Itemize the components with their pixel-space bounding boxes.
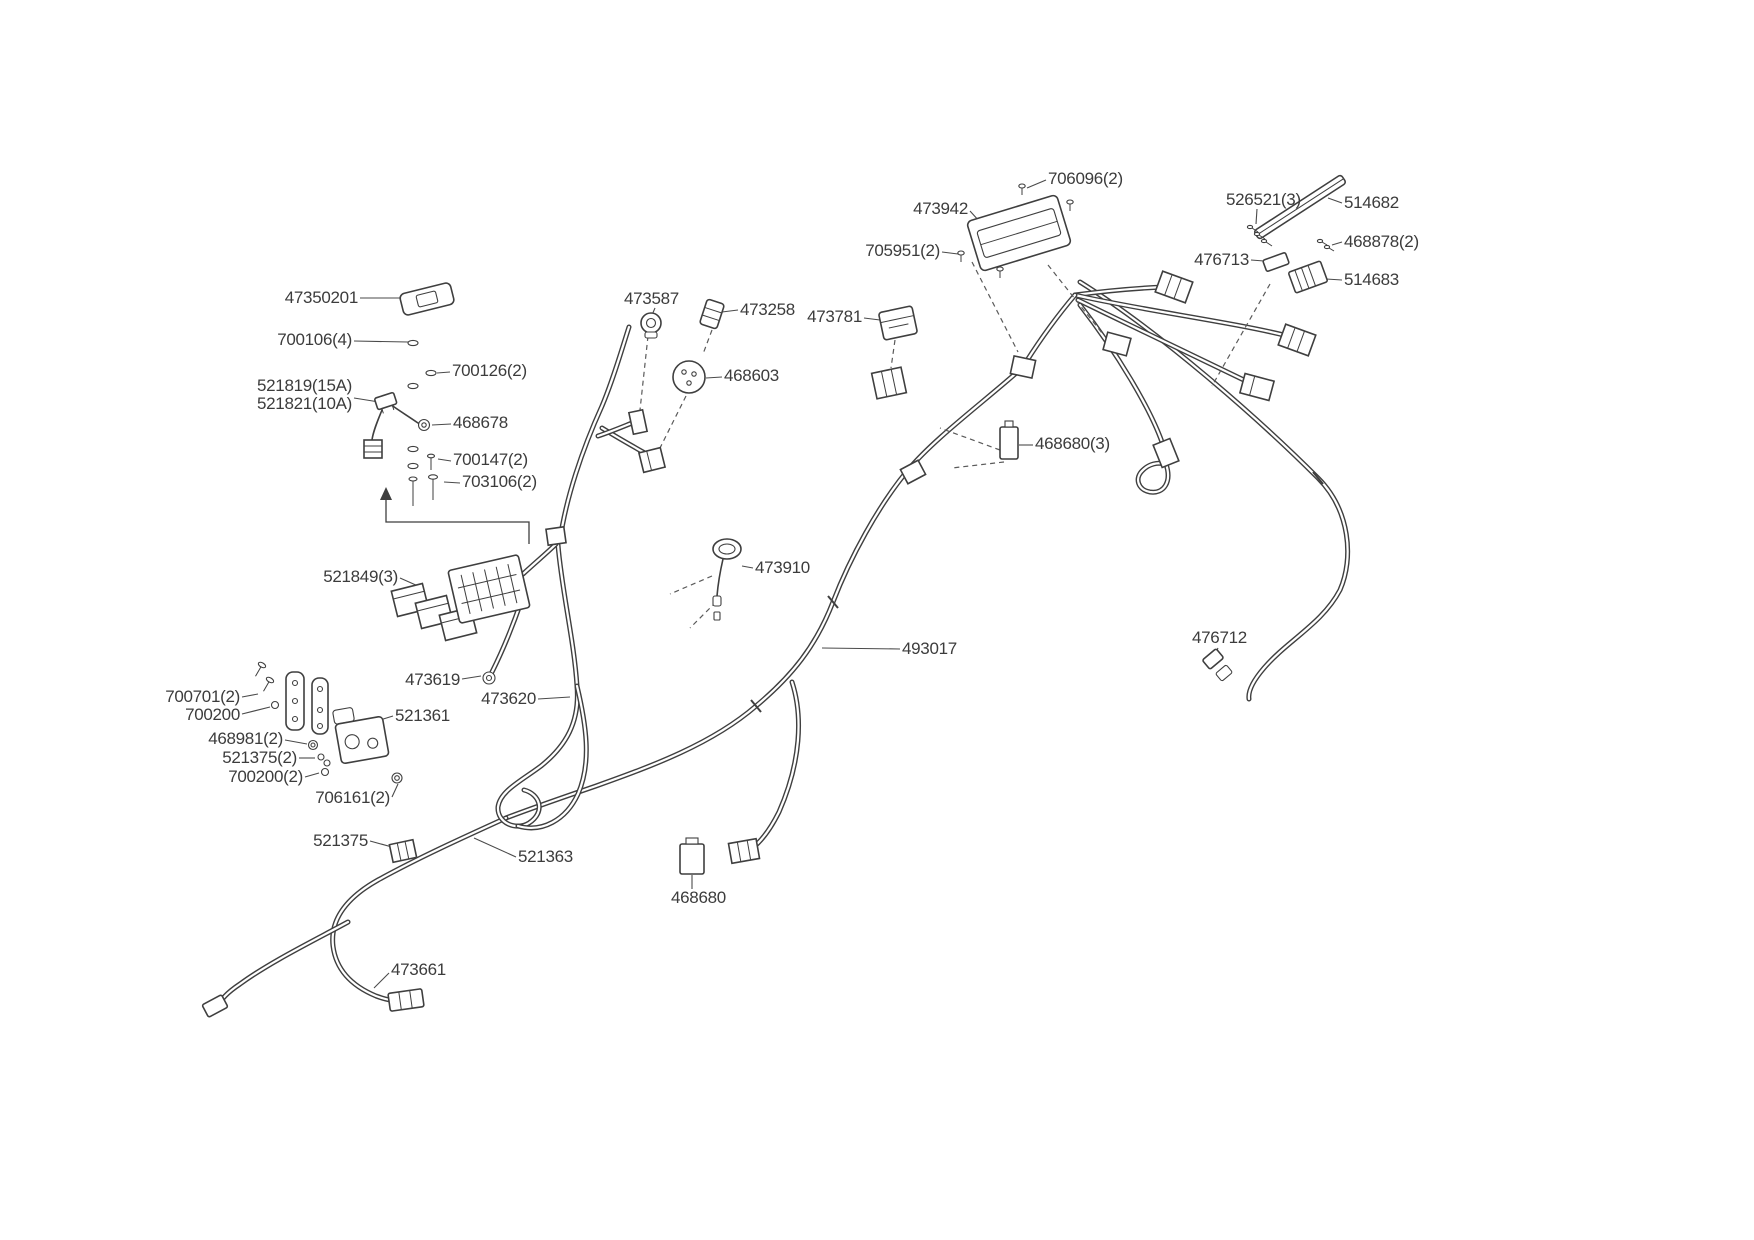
part-476713 xyxy=(1262,252,1290,272)
label-700200: 700200 xyxy=(185,705,240,724)
nut-468981 xyxy=(307,739,319,751)
part-solenoid-521361 xyxy=(332,707,390,765)
screws-706096 xyxy=(1018,183,1074,211)
nut-706161 xyxy=(391,772,403,784)
label-700200-2: 700200(2) xyxy=(228,767,303,786)
label-705951: 705951(2) xyxy=(865,241,940,260)
screws-526521 xyxy=(1246,224,1273,247)
label-521819: 521819(15A) xyxy=(257,376,352,395)
part-rocker-switch-47350201 xyxy=(399,282,455,316)
fuse-pigtail-wire xyxy=(371,409,383,441)
screws-468878 xyxy=(1316,238,1335,252)
part-switch-473587 xyxy=(640,312,662,339)
label-521375-2: 521375(2) xyxy=(222,748,297,767)
label-468878: 468878(2) xyxy=(1344,232,1419,251)
washer-700200 xyxy=(270,700,280,710)
label-703106: 703106(2) xyxy=(462,472,537,491)
part-bracket-plates xyxy=(285,671,329,735)
part-connector-473661-left xyxy=(201,994,229,1018)
label-47350201: 47350201 xyxy=(284,288,359,307)
screw-700147 xyxy=(426,453,436,470)
label-514683: 514683 xyxy=(1344,270,1399,289)
screws-705951 xyxy=(957,250,1004,278)
label-473661: 473661 xyxy=(391,960,446,979)
screws-700701 xyxy=(255,661,275,692)
label-700106: 700106(4) xyxy=(277,330,352,349)
cable-tie-ticks xyxy=(750,471,1324,713)
harness-connectors-center xyxy=(545,408,667,547)
label-473910: 473910 xyxy=(755,558,810,577)
label-468981: 468981(2) xyxy=(208,729,283,748)
label-473258: 473258 xyxy=(740,300,795,319)
label-473587: 473587 xyxy=(624,289,679,308)
label-473942: 473942 xyxy=(913,199,968,218)
label-473620: 473620 xyxy=(481,689,536,708)
ring-terminal-468678 xyxy=(389,403,431,432)
label-473781: 473781 xyxy=(807,307,862,326)
part-switch-473781 xyxy=(870,305,918,400)
label-468678: 468678 xyxy=(453,413,508,432)
label-476712: 476712 xyxy=(1192,628,1247,647)
label-493017: 493017 xyxy=(902,639,957,658)
label-521361: 521361 xyxy=(395,706,450,725)
label-700701: 700701(2) xyxy=(165,687,240,706)
part-ecu-473942 xyxy=(966,194,1072,272)
label-700126: 700126(2) xyxy=(452,361,527,380)
part-connector-473258 xyxy=(699,298,725,330)
label-468680: 468680 xyxy=(671,888,726,907)
washers-521375 xyxy=(317,753,331,767)
label-521363: 521363 xyxy=(518,847,573,866)
part-switch-468680 xyxy=(679,837,761,875)
components xyxy=(201,174,1346,1018)
part-blade-fuse-521819 xyxy=(374,391,398,414)
label-700147: 700147(2) xyxy=(453,450,528,469)
part-ignition-switch-468603 xyxy=(672,360,706,394)
harness-connectors-right xyxy=(899,270,1317,485)
label-514682: 514682 xyxy=(1344,193,1399,212)
label-468603: 468603 xyxy=(724,366,779,385)
part-connector-514683 xyxy=(1288,260,1328,294)
label-521849: 521849(3) xyxy=(323,567,398,586)
label-468680-3: 468680(3) xyxy=(1035,434,1110,453)
part-connector-473661-right xyxy=(387,988,425,1012)
part-connector-476712 xyxy=(1202,648,1233,682)
part-switch-468680-3 xyxy=(999,420,1019,460)
screw-long xyxy=(408,476,418,506)
screw-703106 xyxy=(427,474,439,500)
part-connector-521375 xyxy=(388,838,418,864)
harness-tubes xyxy=(218,282,1348,1007)
assembly-arrow xyxy=(380,487,530,544)
label-521821: 521821(10A) xyxy=(257,394,352,413)
washer-stack xyxy=(407,339,437,470)
part-fuse-block xyxy=(447,554,531,624)
label-706096: 706096(2) xyxy=(1048,169,1123,188)
part-fuse-holder-connector xyxy=(363,439,383,459)
ring-terminal-473619 xyxy=(482,671,496,685)
label-526521: 526521(3) xyxy=(1226,190,1301,209)
label-521375: 521375 xyxy=(313,831,368,850)
dashed-assembly-lines xyxy=(639,261,1271,629)
washer-700200-2 xyxy=(320,767,330,777)
part-key-switch-473910 xyxy=(712,538,742,621)
label-706161: 706161(2) xyxy=(315,788,390,807)
label-476713: 476713 xyxy=(1194,250,1249,269)
label-473619: 473619 xyxy=(405,670,460,689)
